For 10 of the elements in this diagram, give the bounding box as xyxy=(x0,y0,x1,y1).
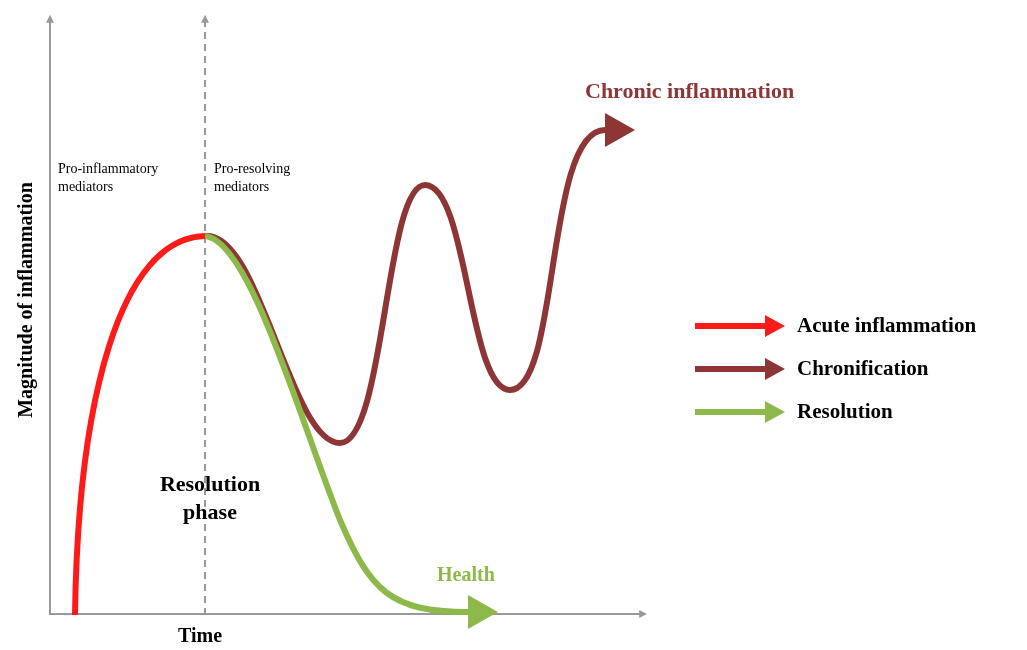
phase-note: Pro-resolving mediators xyxy=(214,160,292,195)
axis-title: Time xyxy=(178,624,223,647)
legend-label: Chronification xyxy=(797,356,929,381)
phase-label: Resolution phase xyxy=(158,470,262,525)
phase-note: Pro-inflammatory mediators xyxy=(58,160,160,195)
curve-label: Chronic inflammation xyxy=(585,78,795,104)
curve-label: Health xyxy=(437,563,495,586)
axis-title: Magnitude of inflammation xyxy=(13,182,37,418)
legend-label: Resolution xyxy=(797,399,893,424)
legend-label: Acute inflammation xyxy=(797,313,977,338)
